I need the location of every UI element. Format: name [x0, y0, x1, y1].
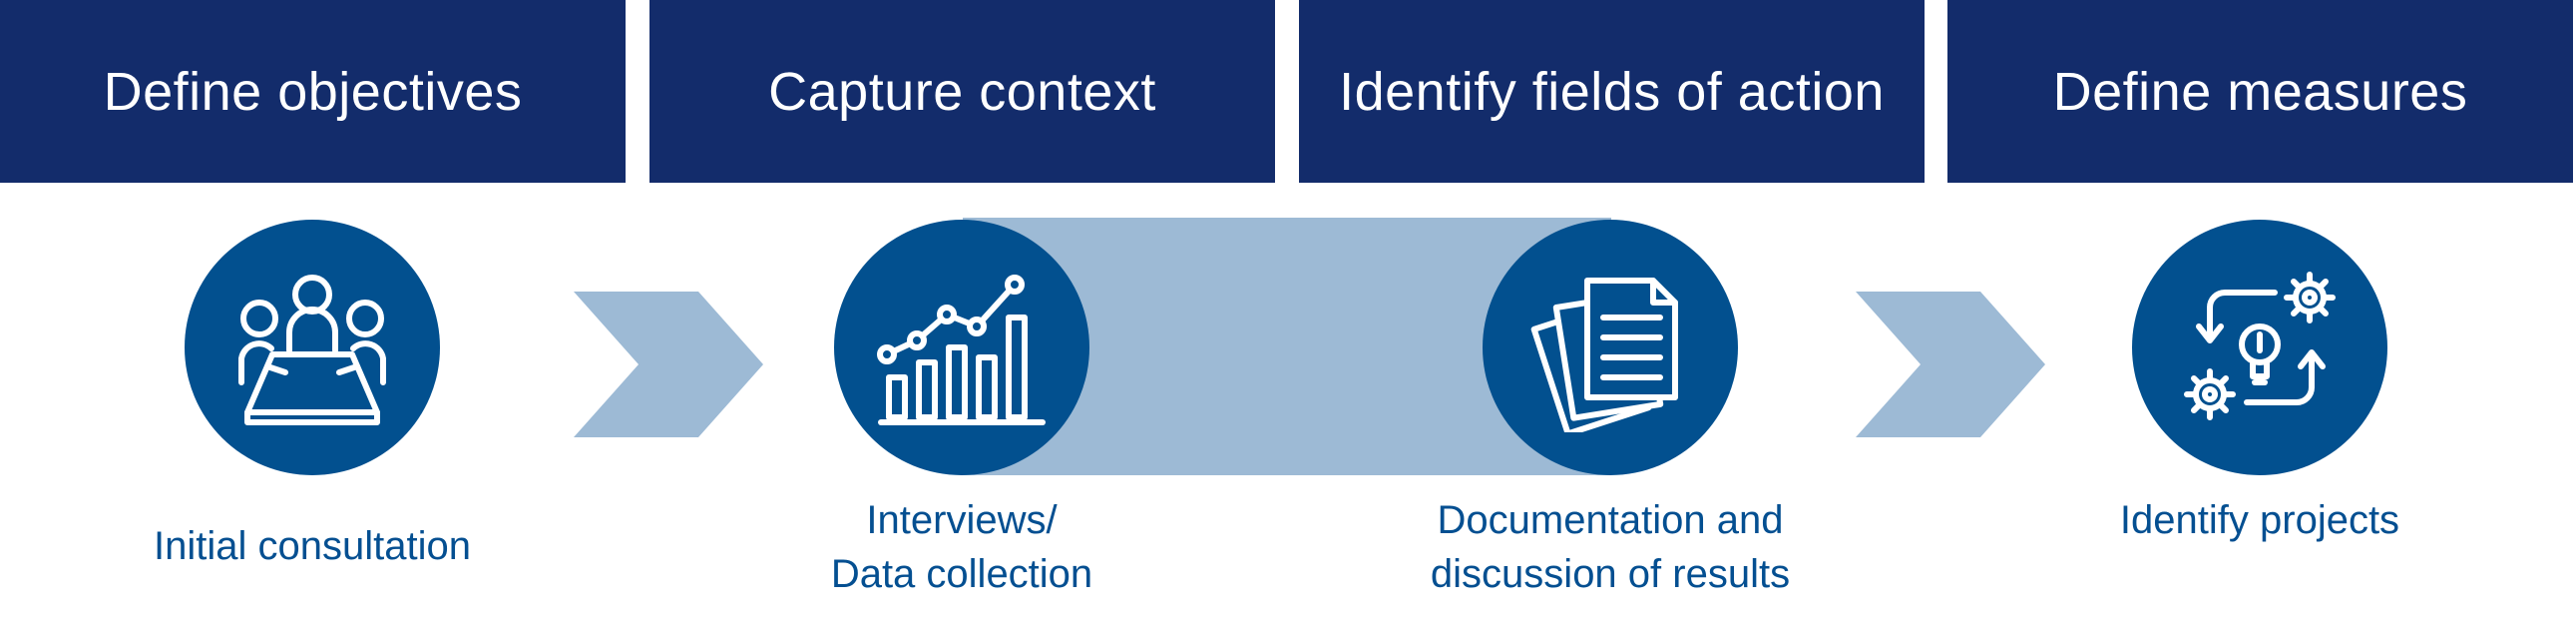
chevron-arrow-1 [574, 292, 763, 437]
label-step-1: Initial consultation [113, 519, 512, 573]
step-circle-3 [1483, 220, 1738, 475]
documents-icon [1530, 278, 1678, 432]
step-circle-4 [2132, 220, 2387, 475]
bar-line-chart-icon [877, 275, 1046, 425]
label-line: Identify projects [2119, 498, 2400, 542]
header-capture-context: Capture context [649, 0, 1275, 183]
process-gears-icon [2184, 272, 2336, 420]
label-line: Interviews/ [866, 498, 1058, 542]
label-line: Initial consultation [154, 524, 471, 568]
header-identify-fields-of-action: Identify fields of action [1299, 0, 1925, 183]
label-line: discussion of results [1430, 552, 1791, 596]
chevron-arrow-2 [1856, 292, 2045, 437]
label-step-2: Interviews/ Data collection [762, 493, 1161, 601]
meeting-table-icon [238, 275, 386, 425]
header-define-objectives: Define objectives [0, 0, 626, 183]
header-define-measures: Define measures [1947, 0, 2573, 183]
step-circle-2 [834, 220, 1089, 475]
label-step-4: Identify projects [2060, 493, 2459, 547]
label-step-3: Documentation and discussion of results [1381, 493, 1840, 601]
label-line: Data collection [830, 552, 1093, 596]
step-circle-1 [185, 220, 440, 475]
label-line: Documentation and [1437, 498, 1784, 542]
